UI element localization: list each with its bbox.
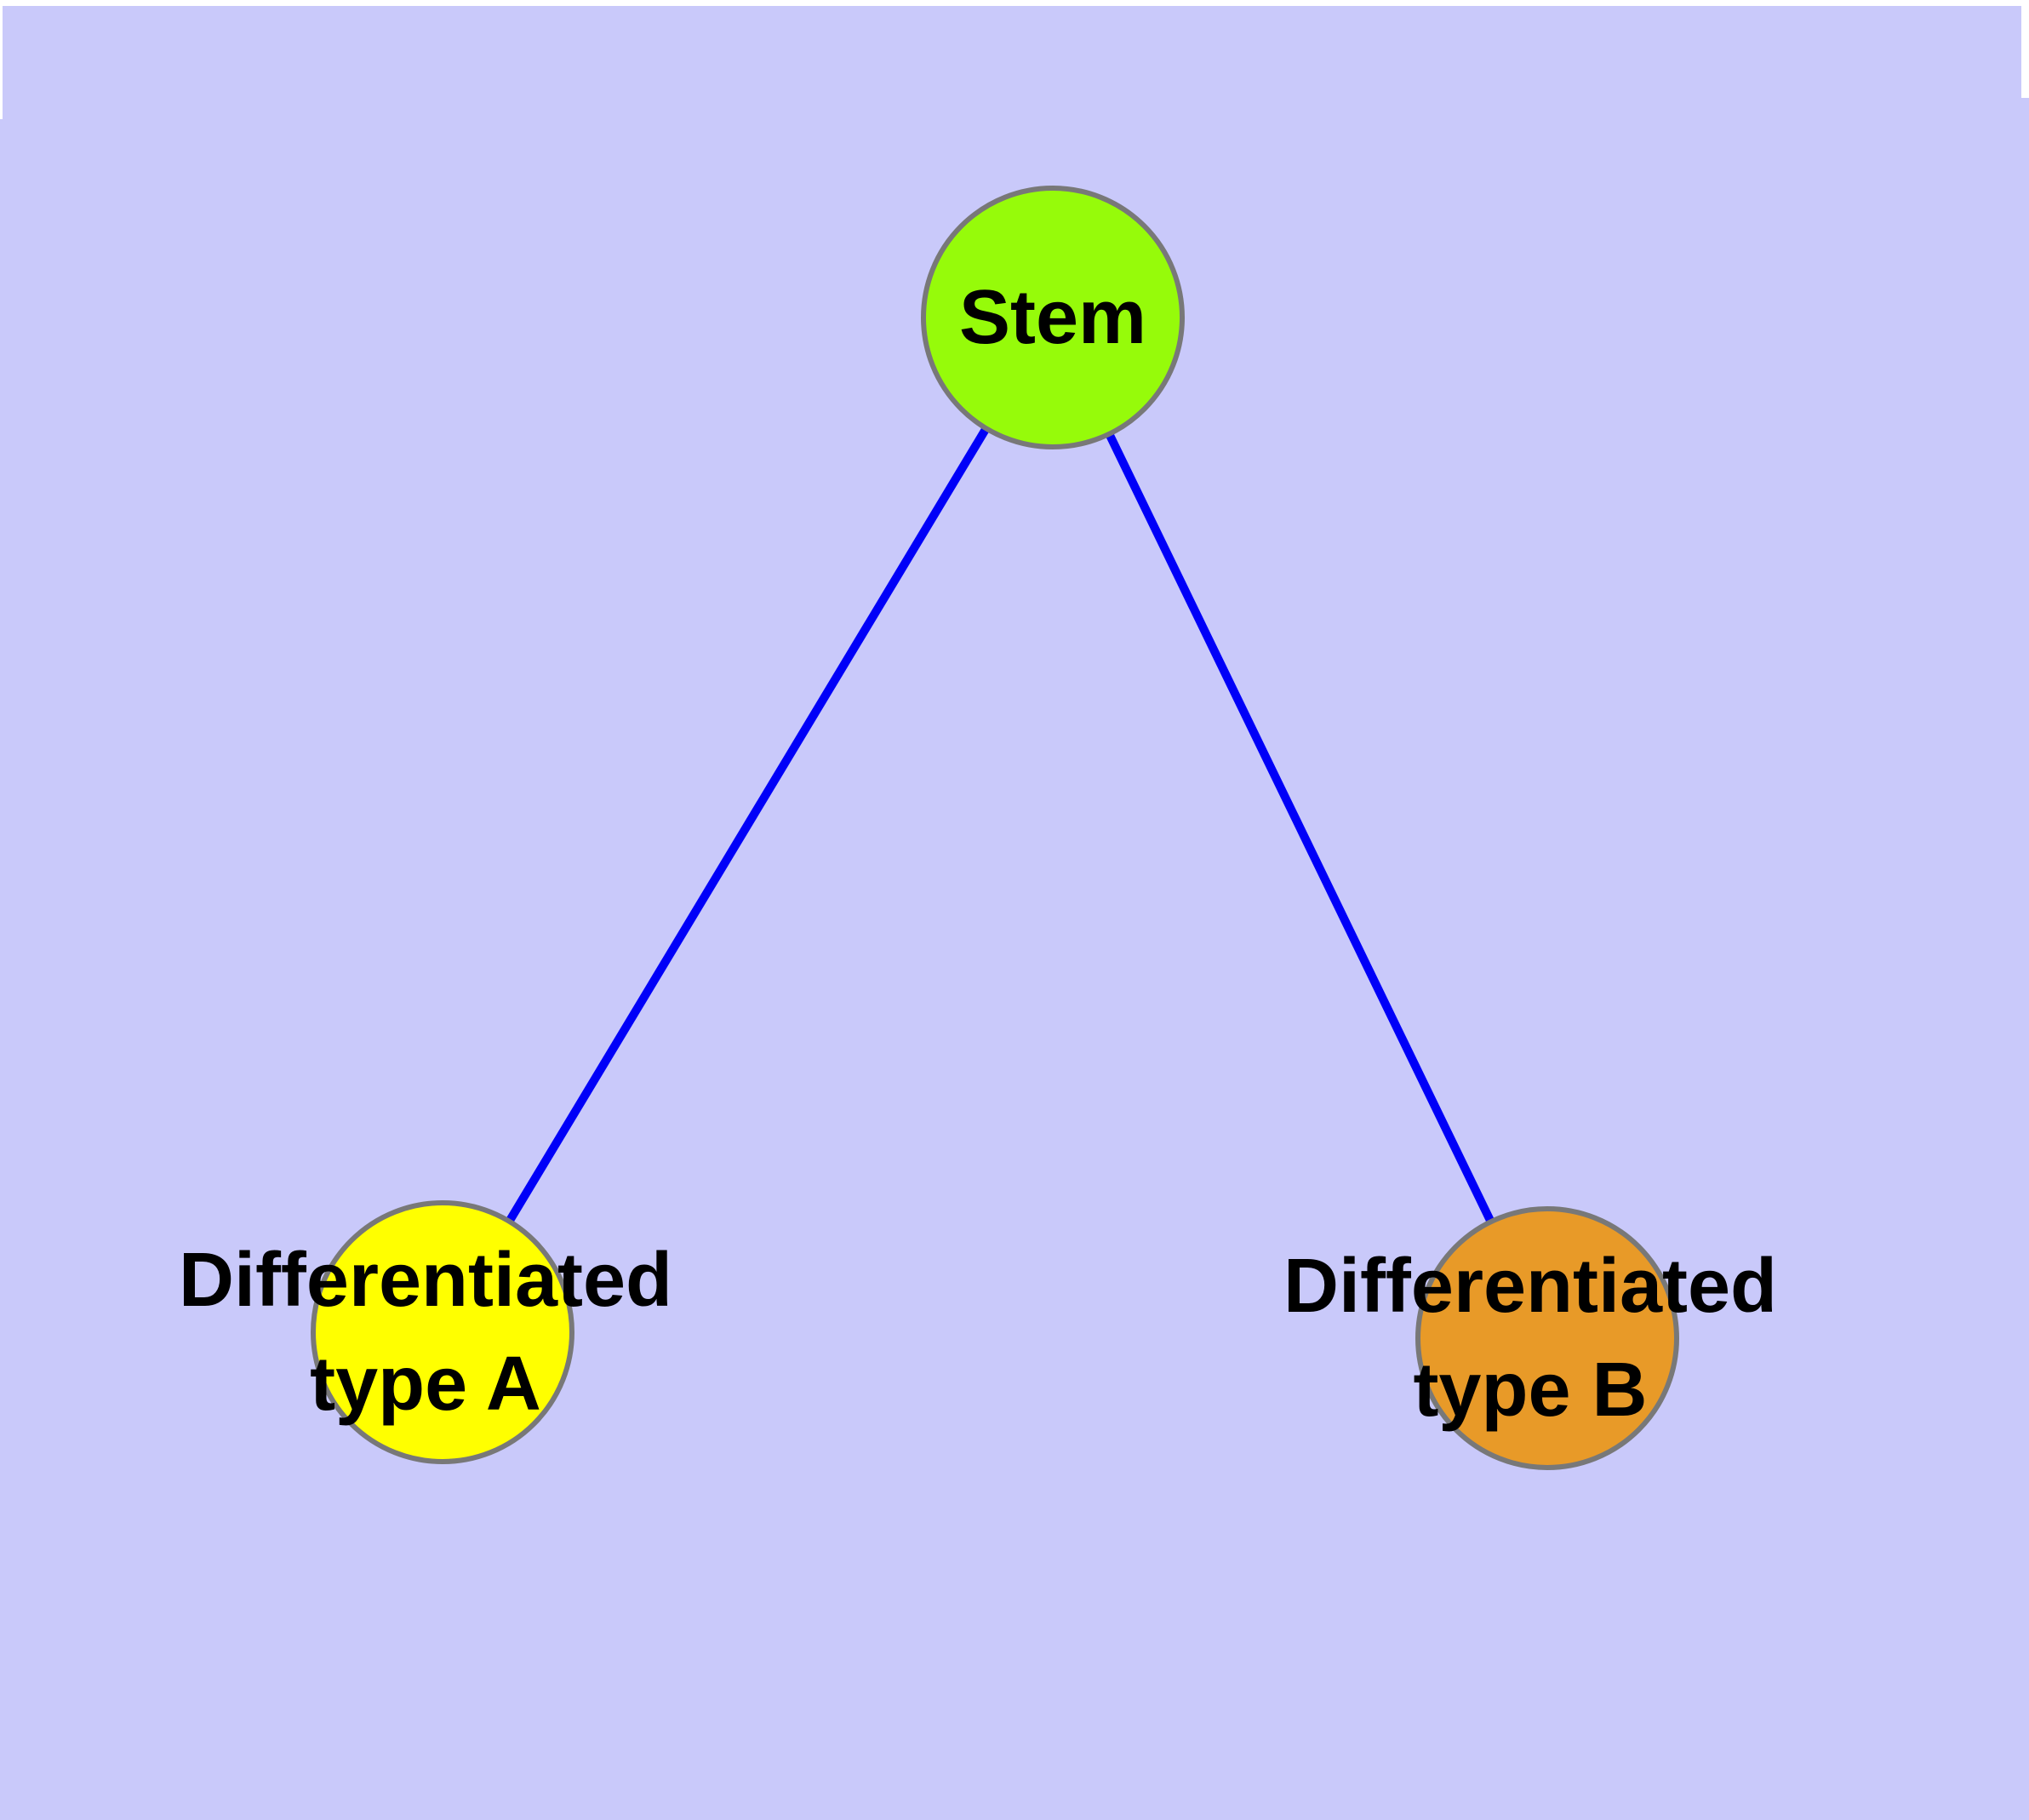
type-a-node [311, 1200, 574, 1464]
type-b-node [1415, 1206, 1679, 1470]
stem-node [921, 186, 1185, 449]
edge-stem-to-type-a [438, 315, 1057, 1335]
canvas-background-left [0, 119, 3, 1820]
canvas-background-right [2021, 98, 2029, 1820]
edge-stem-to-type-b [1049, 315, 1552, 1341]
